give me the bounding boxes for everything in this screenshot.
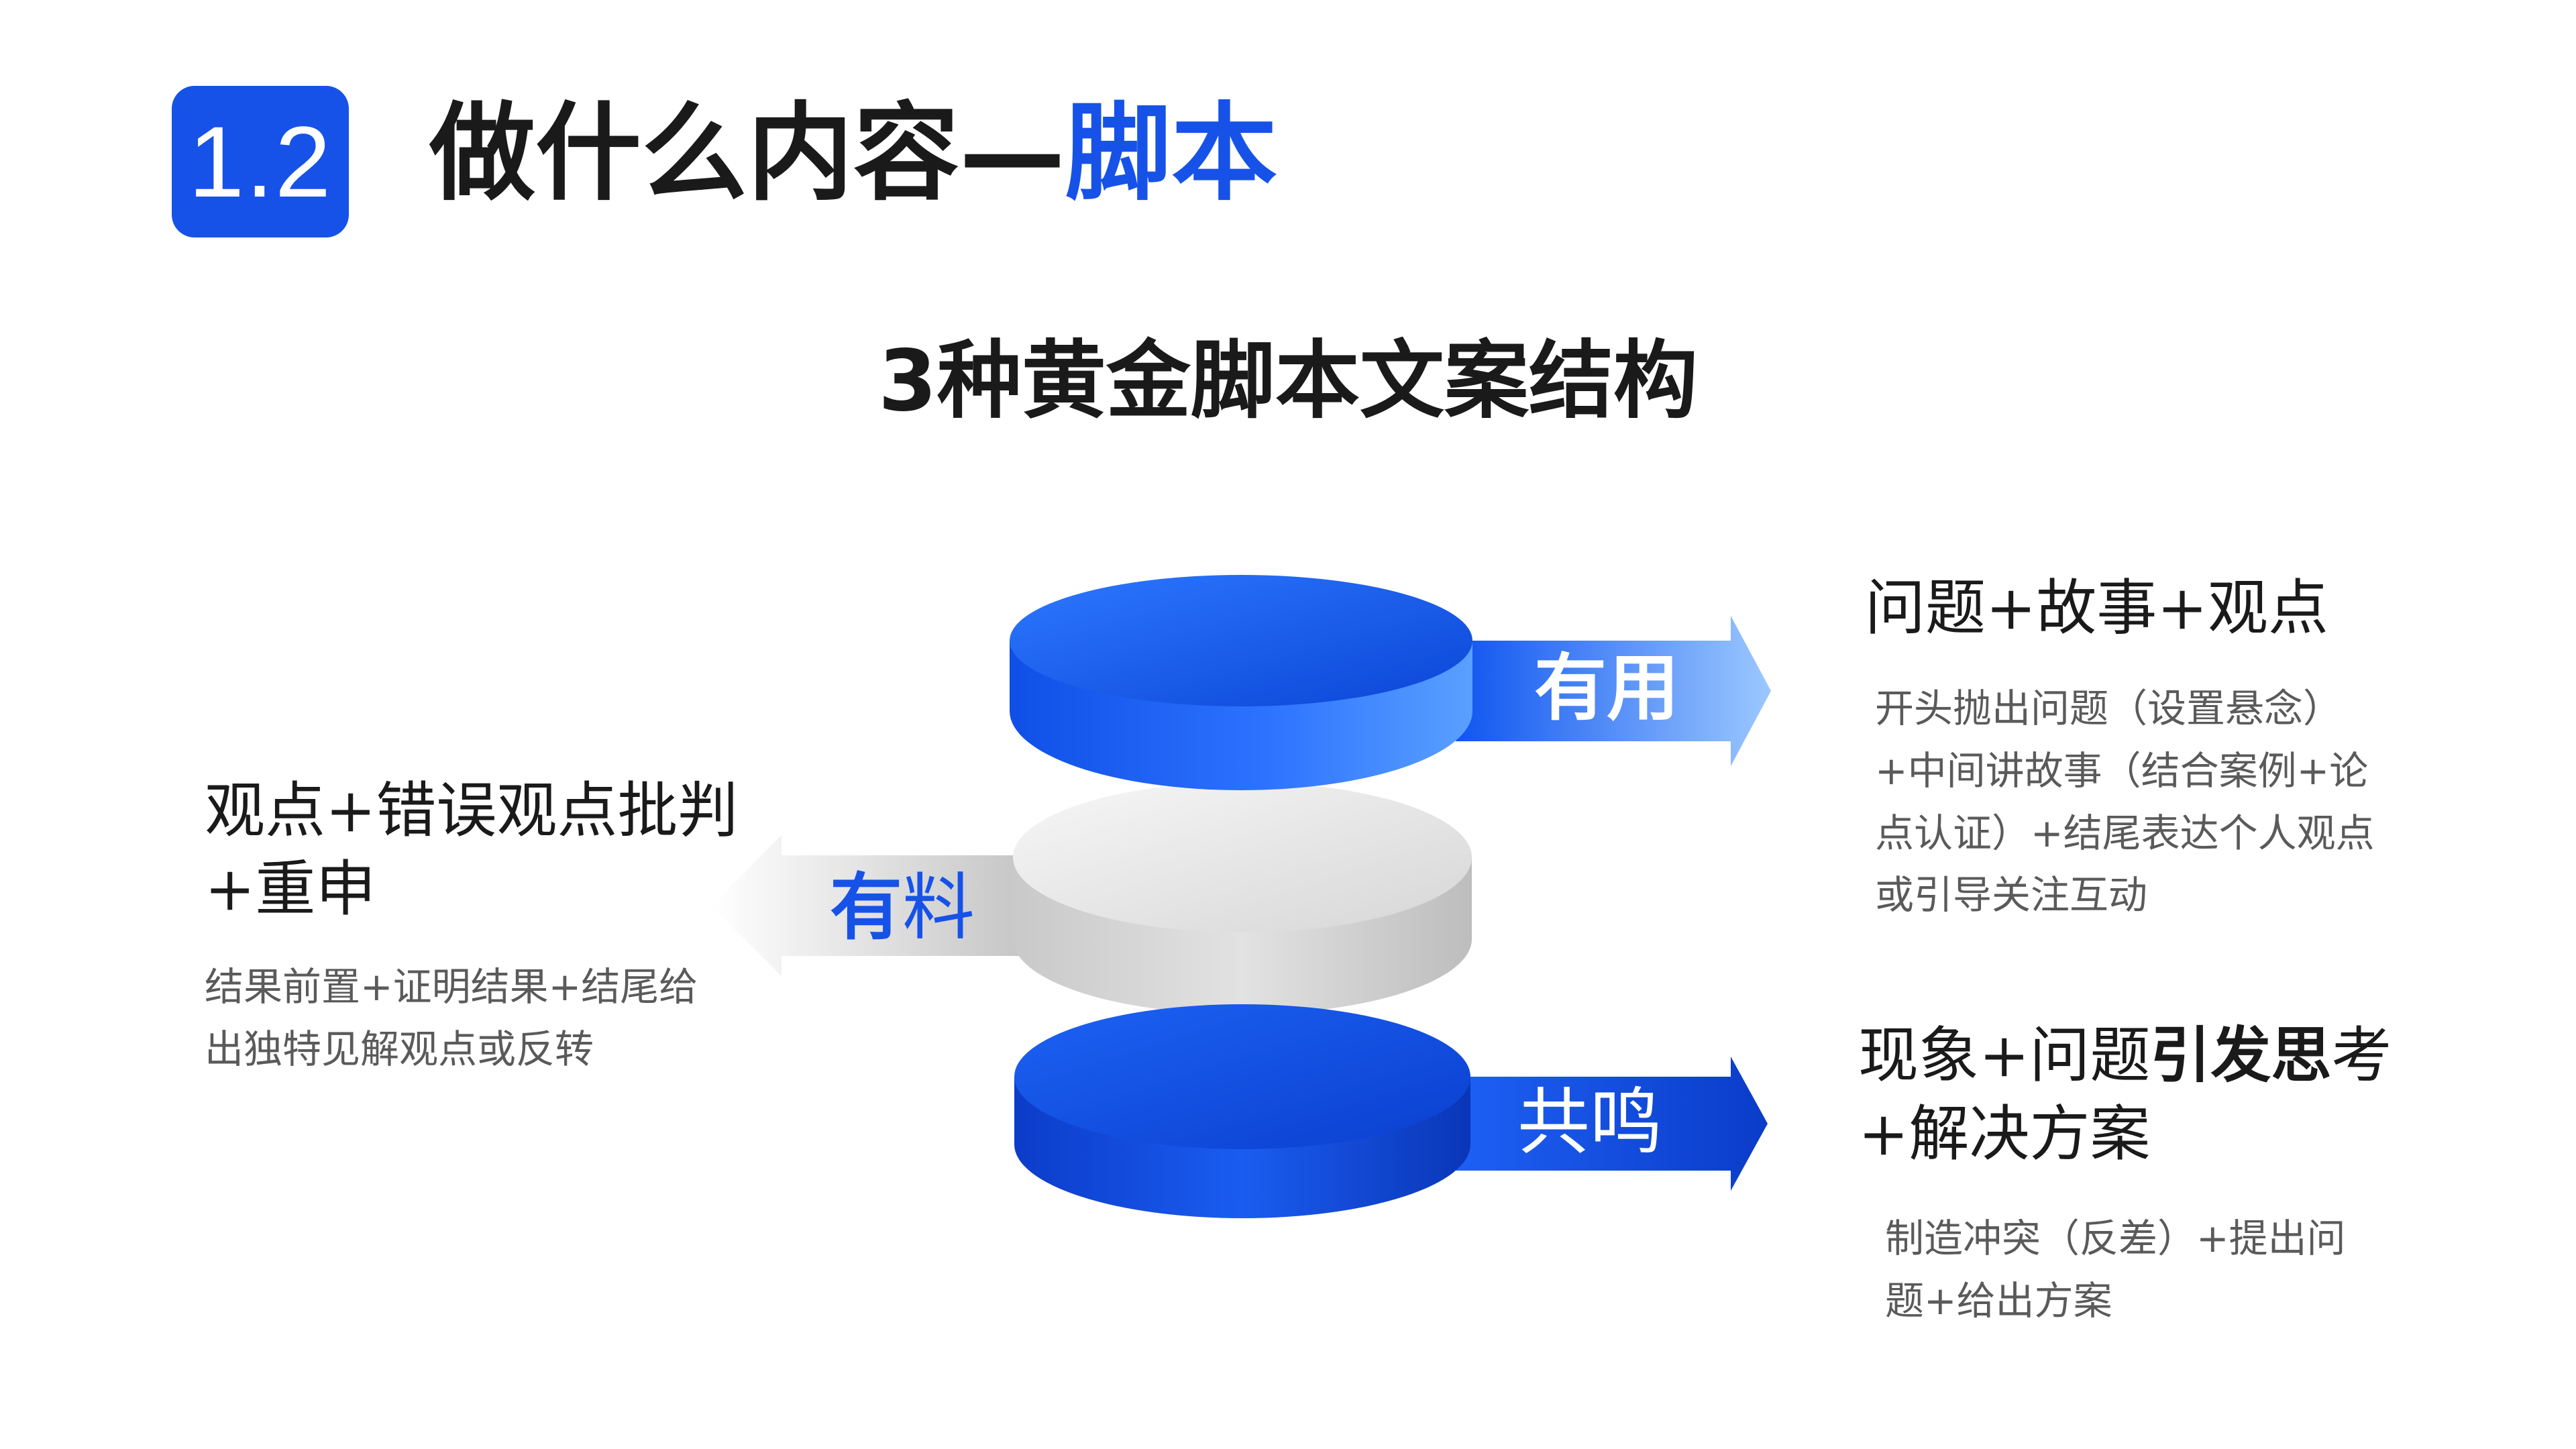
section-number: 1.2 (188, 105, 333, 218)
cylinder-middle (1013, 782, 1472, 1014)
tag-youliao-suffix: 料 (902, 866, 975, 950)
heading-bottom-right-bold: 引发思 (2150, 1020, 2332, 1091)
heading-top-right: 问题+故事+观点 (1865, 569, 2469, 647)
page-title: 做什么内容—脚本 (429, 101, 1277, 207)
description-top-right-text: 开头抛出问题（设置悬念）+中间讲故事（结合案例+论点认证）+结尾表达个人观点或引… (1875, 686, 2375, 918)
description-left-middle-text: 结果前置+证明结果+结尾给出独特见解观点或反转 (205, 964, 698, 1072)
heading-top-right-text: 问题+故事+观点 (1865, 573, 2328, 643)
arrow-left-middle (711, 835, 1033, 976)
heading-left-middle: 观点+错误观点批判+重申 (205, 771, 775, 928)
description-top-right: 开头抛出问题（设置悬念）+中间讲故事（结合案例+论点认证）+结尾表达个人观点或引… (1875, 678, 2385, 926)
arrow-right-top (1456, 616, 1771, 766)
page-title-main: 做什么内容— (429, 92, 1065, 215)
description-left-middle: 结果前置+证明结果+结尾给出独特见解观点或反转 (205, 956, 701, 1081)
tag-youyong: 有用 (1534, 647, 1679, 731)
tag-youliao-prefix: 有 (830, 866, 902, 950)
tag-youliao: 有料 (830, 866, 975, 950)
tag-gongming: 共鸣 (1517, 1081, 1662, 1165)
description-bottom-right-text: 制造冲突（反差）+提出问题+给出方案 (1885, 1216, 2346, 1324)
page-title-accent: 脚本 (1065, 92, 1277, 215)
arrow-right-bottom (1456, 1057, 1768, 1191)
heading-bottom-right-rest: 考+解决方案 (1858, 1020, 2392, 1169)
heading-bottom-right: 现象+问题引发思考+解决方案 (1858, 1016, 2395, 1173)
diagram-subtitle: 3种黄金脚本文案结构 (878, 331, 1698, 430)
cylinder-bottom (1014, 1004, 1470, 1218)
heading-left-middle-text: 观点+错误观点批判+重申 (205, 775, 739, 924)
section-number-badge: 1.2 (172, 86, 349, 237)
heading-bottom-right-plain: 现象+问题 (1858, 1020, 2151, 1091)
description-bottom-right: 制造冲突（反差）+提出问题+给出方案 (1885, 1208, 2355, 1332)
cylinder-top (1010, 575, 1472, 790)
